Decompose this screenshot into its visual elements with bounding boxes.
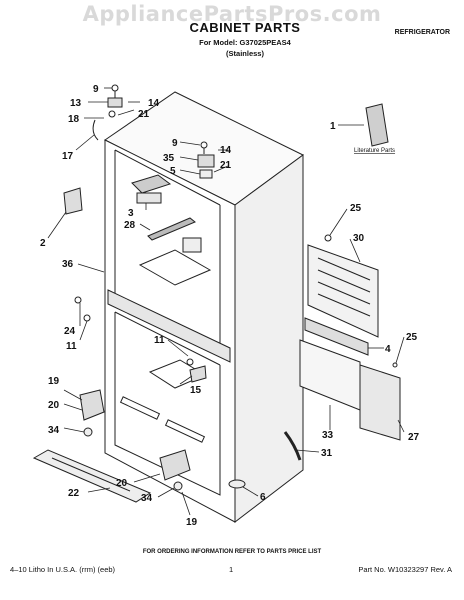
callout-30: 30	[353, 233, 365, 244]
callout-13: 13	[70, 98, 82, 109]
strip-part	[147, 217, 202, 253]
base-grille	[32, 449, 152, 503]
callout-15: 15	[190, 385, 202, 396]
callout-27: 27	[408, 432, 420, 443]
screw	[186, 358, 194, 366]
callout-11: 11	[66, 341, 77, 352]
callout-14: 14	[220, 145, 232, 156]
page-number: 1	[229, 565, 234, 574]
callout-21: 21	[138, 109, 150, 120]
side-bracket	[63, 187, 83, 215]
callout-34: 34	[141, 493, 153, 504]
callout-34: 34	[48, 425, 60, 436]
callout-11: 11	[154, 335, 165, 346]
literature-booklet	[365, 103, 389, 147]
callout-22: 22	[68, 488, 80, 499]
top-center-hinge	[197, 141, 215, 179]
screw	[83, 314, 91, 322]
callout-36: 36	[62, 259, 74, 270]
callout-5: 5	[170, 166, 176, 177]
round-cap	[228, 479, 246, 489]
callout-18: 18	[68, 114, 80, 125]
callout-25: 25	[406, 332, 418, 343]
callout-9: 9	[172, 138, 178, 149]
callout-20: 20	[116, 478, 128, 489]
litho-info: 4–10 Litho In U.S.A. (rrm) (eeb)	[10, 565, 116, 574]
callout-3: 3	[128, 208, 134, 219]
callout-35: 35	[163, 153, 175, 164]
lower-cover	[304, 317, 369, 356]
page-title: CABINET PARTS	[189, 20, 301, 35]
callout-9: 9	[93, 84, 99, 95]
lower-right-hinge	[159, 449, 191, 491]
category-label: REFRIGERATOR	[394, 29, 450, 36]
callout-20: 20	[48, 400, 60, 411]
ordering-note: FOR ORDERING INFORMATION REFER TO PARTS …	[142, 549, 322, 555]
lower-left-hinge	[79, 389, 105, 437]
literature-parts-label: Literature Parts	[354, 148, 395, 154]
callout-6: 6	[260, 492, 266, 503]
screw	[74, 296, 82, 304]
callout-1: 1	[330, 121, 336, 132]
watermark: AppliancePartsPros.com	[82, 2, 382, 26]
callout-21: 21	[220, 160, 232, 171]
wrench	[283, 431, 302, 461]
hinge-bracket	[189, 365, 207, 383]
variant-line: (Stainless)	[226, 49, 264, 58]
callout-24: 24	[64, 326, 76, 337]
cabinet-body	[104, 91, 304, 524]
model-info: For Model: G37025PEAS4 (Stainless)	[150, 37, 340, 59]
callout-2: 2	[40, 238, 46, 249]
access-panel	[299, 339, 361, 411]
callout-17: 17	[62, 151, 74, 162]
callout-19: 19	[48, 376, 60, 387]
callout-25: 25	[350, 203, 362, 214]
callout-19: 19	[186, 517, 198, 528]
part-number: Part No. W10323297 Rev. A	[358, 565, 452, 574]
callout-4: 4	[385, 344, 391, 355]
rear-cover	[359, 362, 401, 441]
model-line: For Model: G37025PEAS4	[199, 38, 291, 47]
back-panel	[307, 234, 379, 338]
callout-28: 28	[124, 220, 136, 231]
callout-31: 31	[321, 448, 333, 459]
callout-14: 14	[148, 98, 160, 109]
callout-33: 33	[322, 430, 334, 441]
control-housing	[131, 174, 172, 204]
leader-lines	[47, 87, 405, 516]
